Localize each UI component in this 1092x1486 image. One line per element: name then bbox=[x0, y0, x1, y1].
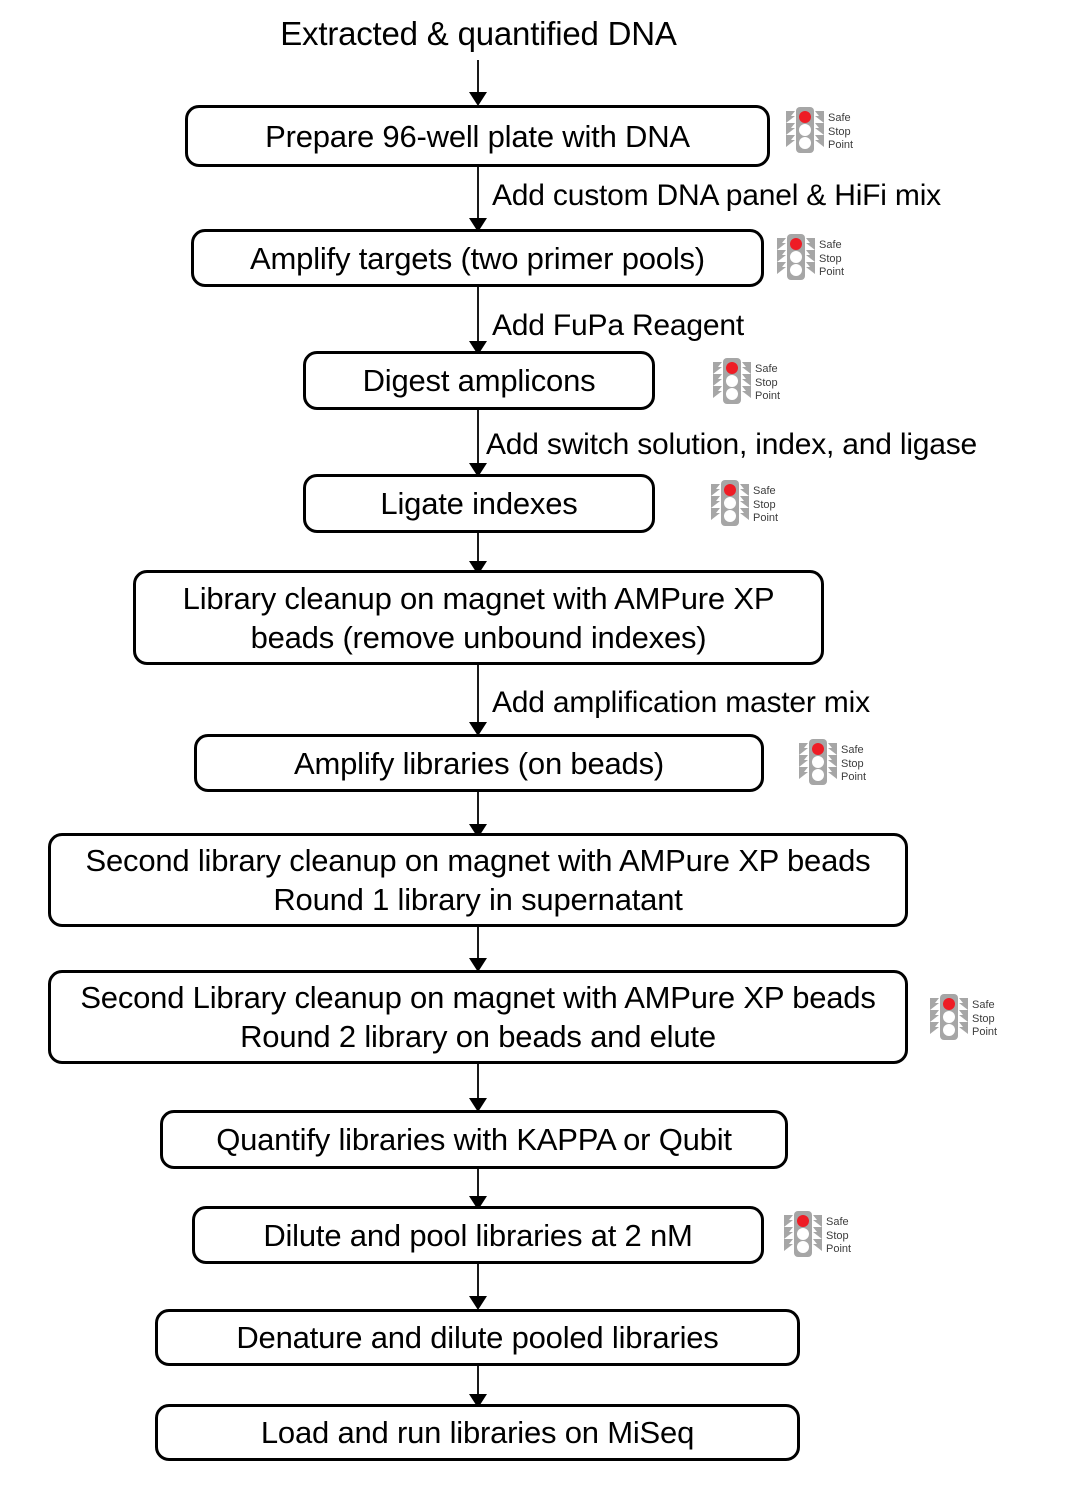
badge-line-safe: Safe bbox=[972, 999, 995, 1012]
connector-node11-to-node12 bbox=[477, 1366, 479, 1399]
node-load-and-run-libraries-miseq[interactable]: Load and run libraries on MiSeq bbox=[155, 1404, 800, 1461]
safe-stop-point-text: Safe Stop Point bbox=[972, 999, 997, 1040]
node-amplify-libraries-on-beads[interactable]: Amplify libraries (on beads) bbox=[194, 734, 764, 792]
node-label: Digest amplicons bbox=[362, 363, 596, 398]
node-quantify-libraries[interactable]: Quantify libraries with KAPPA or Qubit bbox=[160, 1110, 788, 1169]
node-label: Library cleanup on magnet with AMPure XP… bbox=[182, 580, 775, 655]
connector-node3-to-node4 bbox=[477, 410, 479, 468]
safe-stop-point-text: Safe Stop Point bbox=[755, 363, 780, 404]
arrowhead-node7-to-node8 bbox=[469, 958, 487, 972]
node-label: Amplify libraries (on beads) bbox=[294, 745, 664, 781]
node-label: Quantify libraries with KAPPA or Qubit bbox=[216, 1122, 732, 1157]
badge-line-stop: Stop bbox=[972, 1012, 995, 1025]
node-dilute-and-pool-libraries[interactable]: Dilute and pool libraries at 2 nM bbox=[192, 1206, 764, 1264]
badge-line-stop: Stop bbox=[828, 125, 851, 138]
traffic-light-icon bbox=[930, 993, 968, 1046]
traffic-light-icon bbox=[777, 233, 815, 286]
safe-stop-point-text: Safe Stop Point bbox=[828, 112, 853, 153]
safe-stop-point-text: Safe Stop Point bbox=[826, 1216, 851, 1257]
safe-stop-point-badge: Safe Stop Point bbox=[777, 233, 844, 286]
badge-line-stop: Stop bbox=[753, 498, 776, 511]
badge-line-stop: Stop bbox=[841, 757, 864, 770]
arrowhead-node3-to-node4 bbox=[469, 463, 487, 477]
badge-line-point: Point bbox=[753, 512, 779, 525]
badge-line-stop: Stop bbox=[819, 252, 842, 265]
edge-label-add-custom-dna-panel: Add custom DNA panel & HiFi mix bbox=[492, 179, 941, 212]
badge-line-stop: Stop bbox=[755, 376, 778, 389]
edge-label-add-switch-solution: Add switch solution, index, and ligase bbox=[486, 428, 978, 461]
node-label: Second Library cleanup on magnet with AM… bbox=[80, 980, 876, 1054]
node-amplify-targets[interactable]: Amplify targets (two primer pools) bbox=[191, 229, 764, 287]
node-ligate-indexes[interactable]: Ligate indexes bbox=[303, 474, 655, 533]
connector-node5-to-node6 bbox=[477, 665, 479, 727]
node-label: Prepare 96-well plate with DNA bbox=[265, 118, 690, 154]
badge-line-safe: Safe bbox=[841, 744, 864, 757]
connector-node8-to-node9 bbox=[477, 1064, 479, 1106]
node-label: Denature and dilute pooled libraries bbox=[236, 1320, 719, 1355]
connector-node10-to-node11 bbox=[477, 1264, 479, 1302]
edge-label-add-amplification-master-mix: Add amplification master mix bbox=[492, 686, 870, 719]
badge-line-point: Point bbox=[972, 1026, 998, 1039]
traffic-light-icon bbox=[711, 479, 749, 532]
node-label: Second library cleanup on magnet with AM… bbox=[85, 843, 871, 917]
badge-line-safe: Safe bbox=[755, 363, 778, 376]
arrowhead-node1-to-node2 bbox=[469, 218, 487, 232]
node-digest-amplicons[interactable]: Digest amplicons bbox=[303, 351, 655, 410]
safe-stop-point-badge: Safe Stop Point bbox=[711, 479, 778, 532]
badge-line-safe: Safe bbox=[819, 239, 842, 252]
traffic-light-icon bbox=[713, 357, 751, 410]
connector-node7-to-node8 bbox=[477, 927, 479, 965]
traffic-light-icon bbox=[786, 106, 824, 159]
safe-stop-point-text: Safe Stop Point bbox=[819, 239, 844, 280]
node-library-cleanup-ampure[interactable]: Library cleanup on magnet with AMPure XP… bbox=[133, 570, 824, 665]
node-denature-and-dilute-pooled-libraries[interactable]: Denature and dilute pooled libraries bbox=[155, 1309, 800, 1366]
connector-start-to-node1 bbox=[477, 60, 479, 98]
safe-stop-point-badge: Safe Stop Point bbox=[786, 106, 853, 159]
arrowhead-node10-to-node11 bbox=[469, 1296, 487, 1310]
connector-node1-to-node2 bbox=[477, 167, 479, 223]
safe-stop-point-badge: Safe Stop Point bbox=[713, 357, 780, 410]
badge-line-point: Point bbox=[755, 390, 781, 403]
connector-node9-to-node10 bbox=[477, 1169, 479, 1202]
badge-line-safe: Safe bbox=[826, 1216, 849, 1229]
safe-stop-point-text: Safe Stop Point bbox=[753, 485, 778, 526]
badge-line-point: Point bbox=[819, 266, 845, 279]
traffic-light-icon bbox=[784, 1210, 822, 1263]
node-label: Dilute and pool libraries at 2 nM bbox=[263, 1217, 693, 1253]
start-label: Extracted & quantified DNA bbox=[280, 15, 677, 52]
node-second-library-cleanup-round-2[interactable]: Second Library cleanup on magnet with AM… bbox=[48, 970, 908, 1064]
node-label: Ligate indexes bbox=[380, 486, 578, 521]
arrowhead-node5-to-node6 bbox=[469, 722, 487, 736]
safe-stop-point-text: Safe Stop Point bbox=[841, 744, 866, 785]
traffic-light-icon bbox=[799, 738, 837, 791]
badge-line-point: Point bbox=[828, 139, 854, 152]
arrowhead-node8-to-node9 bbox=[469, 1098, 487, 1112]
badge-line-point: Point bbox=[841, 771, 867, 784]
connector-node4-to-node5 bbox=[477, 533, 479, 567]
node-prepare-96-well-plate[interactable]: Prepare 96-well plate with DNA bbox=[185, 105, 770, 167]
connector-node6-to-node7 bbox=[477, 792, 479, 830]
safe-stop-point-badge: Safe Stop Point bbox=[930, 993, 997, 1046]
node-label: Load and run libraries on MiSeq bbox=[260, 1415, 695, 1450]
connector-node2-to-node3 bbox=[477, 287, 479, 347]
arrowhead-start-to-node1 bbox=[469, 92, 487, 106]
node-second-library-cleanup-round-1[interactable]: Second library cleanup on magnet with AM… bbox=[48, 833, 908, 927]
badge-line-safe: Safe bbox=[828, 112, 851, 125]
safe-stop-point-badge: Safe Stop Point bbox=[784, 1210, 851, 1263]
edge-label-add-fupa-reagent: Add FuPa Reagent bbox=[492, 309, 744, 342]
safe-stop-point-badge: Safe Stop Point bbox=[799, 738, 866, 791]
badge-line-safe: Safe bbox=[753, 485, 776, 498]
node-label: Amplify targets (two primer pools) bbox=[250, 240, 705, 276]
badge-line-stop: Stop bbox=[826, 1229, 849, 1242]
badge-line-point: Point bbox=[826, 1243, 852, 1256]
